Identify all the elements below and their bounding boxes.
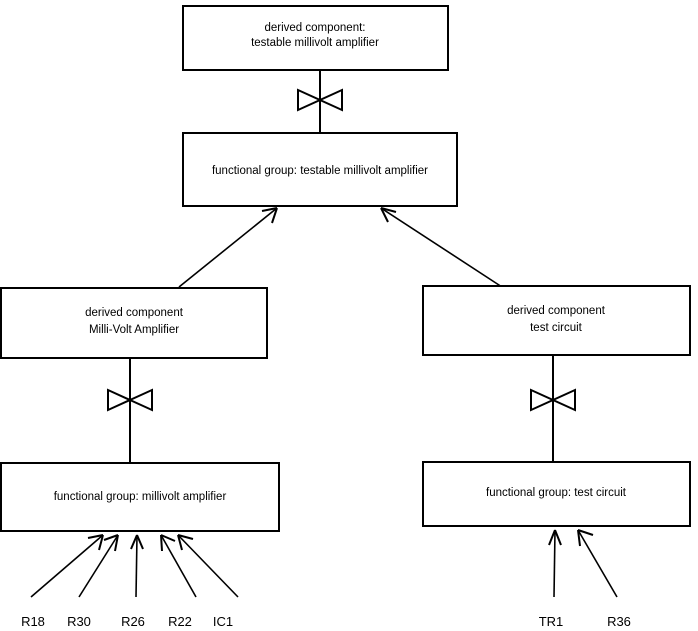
bowtie-icon-top [297, 88, 343, 112]
bowtie-icon-left [107, 388, 153, 412]
arrow-left-derived-to-fg [178, 207, 278, 288]
leaf-label-r18: R18 [21, 614, 45, 629]
arrow-leaf-r18 [30, 534, 104, 598]
arrow-leaf-r36 [577, 529, 618, 598]
arrow-leaf-r30 [78, 534, 119, 598]
box-outline [0, 462, 280, 532]
box-outline [0, 287, 268, 359]
box-outline [182, 5, 449, 71]
arrow-right-derived-to-fg [380, 207, 503, 288]
leaf-label-r26: R26 [121, 614, 145, 629]
box-label-line1: functional group: testable millivolt amp… [212, 165, 428, 177]
node-derived-milli-volt-amplifier[interactable]: derived component Milli-Volt Amplifier [0, 287, 268, 359]
box-label-line1: derived component [85, 307, 184, 319]
box-label-line2: testable millivolt amplifier [251, 37, 379, 49]
node-fg-test-circuit[interactable]: functional group: test circuit [422, 461, 691, 527]
leaf-label-ic1: IC1 [213, 614, 233, 629]
arrow-leaf-r26 [130, 534, 144, 598]
arrow-leaf-ic1 [177, 534, 239, 598]
box-label-line1: derived component [507, 305, 606, 317]
box-label-line2: test circuit [530, 322, 583, 334]
box-label-line2: Milli-Volt Amplifier [89, 324, 179, 336]
node-derived-testable-millivolt-amplifier[interactable]: derived component: testable millivolt am… [182, 5, 449, 71]
box-label-line1: functional group: millivolt amplifier [54, 491, 227, 503]
leaf-label-r22: R22 [168, 614, 192, 629]
box-label-line1: derived component: [264, 22, 365, 34]
bowtie-icon-right [530, 388, 576, 412]
leaf-label-r30: R30 [67, 614, 91, 629]
arrow-leaf-tr1 [548, 529, 562, 598]
node-derived-test-circuit[interactable]: derived component test circuit [422, 285, 691, 356]
node-fg-millivolt-amplifier[interactable]: functional group: millivolt amplifier [0, 462, 280, 532]
box-outline [422, 285, 691, 356]
box-outline [422, 461, 691, 527]
leaf-label-tr1: TR1 [539, 614, 564, 629]
box-label-line1: functional group: test circuit [486, 487, 627, 499]
node-fg-testable-millivolt-amplifier[interactable]: functional group: testable millivolt amp… [182, 132, 458, 207]
arrow-leaf-r22 [160, 534, 197, 598]
box-outline [182, 132, 458, 207]
leaf-label-r36: R36 [607, 614, 631, 629]
